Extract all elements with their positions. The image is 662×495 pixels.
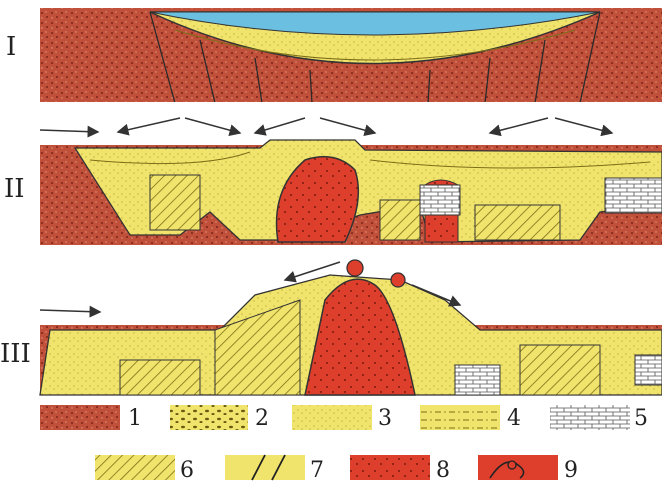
conglomerate-icon xyxy=(170,405,248,430)
legend-number-2: 2 xyxy=(255,406,269,431)
legend-item-9: 9 xyxy=(478,455,578,483)
stage-3-section xyxy=(40,260,662,395)
folded-strata-icon xyxy=(95,455,175,480)
legend-number-3: 3 xyxy=(378,406,392,431)
stage-2-flow-arrows xyxy=(40,118,612,133)
sandstone-icon xyxy=(292,405,372,430)
intrusion-icon xyxy=(350,455,430,480)
stage-label-1: I xyxy=(6,32,16,62)
stage-2-folded-block-1 xyxy=(150,175,200,230)
legend-item-7: 7 xyxy=(225,455,324,483)
legend-item-4: 4 xyxy=(420,405,521,431)
legend-item-3: 3 xyxy=(292,405,392,431)
stage-2-folded-block-2 xyxy=(380,200,420,240)
siltstone-icon xyxy=(420,405,500,430)
legend-number-1: 1 xyxy=(128,406,142,431)
legend-number-6: 6 xyxy=(180,458,194,483)
legend-number-4: 4 xyxy=(507,406,521,431)
faults-icon xyxy=(225,455,305,480)
stage-label-2: II xyxy=(4,174,25,204)
legend-number-9: 9 xyxy=(564,458,578,483)
legend-item-5: 5 xyxy=(550,405,648,431)
legend-item-8: 8 xyxy=(350,455,450,483)
stage-1-section xyxy=(40,8,662,103)
stage-3-folded-block-1 xyxy=(120,360,200,395)
stage-3-volcano-1 xyxy=(347,260,363,276)
basement-rock-icon xyxy=(40,405,120,430)
stage-2-limestone-left xyxy=(420,185,460,215)
legend-item-6: 6 xyxy=(95,455,194,483)
stage-3-limestone-left xyxy=(455,365,500,395)
legend: 1 2 3 4 5 6 7 xyxy=(40,405,648,483)
legend-number-7: 7 xyxy=(310,458,324,483)
stage-2-limestone-right xyxy=(605,178,662,213)
volcano-icon xyxy=(478,455,558,480)
stage-3-limestone-right xyxy=(635,355,662,385)
stage-2-folded-block-3 xyxy=(475,205,560,240)
stage-3-folded-block-3 xyxy=(520,345,600,395)
stage-2-section xyxy=(40,118,662,245)
legend-number-5: 5 xyxy=(634,406,648,431)
limestone-icon xyxy=(550,405,630,430)
legend-number-8: 8 xyxy=(436,458,450,483)
stage-3-volcano-2 xyxy=(391,273,405,287)
stage-label-3: III xyxy=(0,339,31,369)
legend-item-2: 2 xyxy=(170,405,269,431)
legend-item-1: 1 xyxy=(40,405,142,431)
